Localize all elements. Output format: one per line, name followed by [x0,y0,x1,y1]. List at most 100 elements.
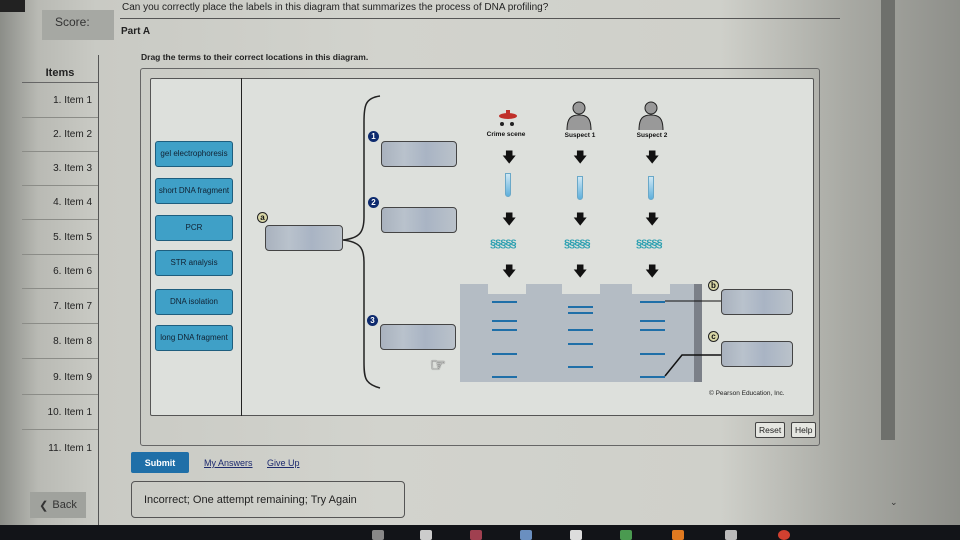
sidebar-item-6[interactable]: 6. Item 6 [22,255,98,289]
taskbar-app-icon[interactable] [520,530,532,540]
sidebar-item-9[interactable]: 9. Item 9 [22,361,98,395]
back-button[interactable]: ❮ Back [30,492,86,518]
feedback-message: Incorrect; One attempt remaining; Try Ag… [131,481,405,518]
page-scrollbar[interactable] [881,0,895,440]
sidebar-item-2[interactable]: 2. Item 2 [22,118,98,152]
give-up-link[interactable]: Give Up [267,458,300,468]
leader-lines [664,300,723,377]
drop-target-2[interactable] [381,207,457,233]
drop-target-1[interactable] [381,141,457,167]
arrow-down-icon: 🡇 [573,149,588,165]
help-button[interactable]: Help [791,422,817,438]
arrow-down-icon: 🡇 [502,211,517,227]
term-str-analysis[interactable]: STR analysis [155,250,233,276]
person-icon [566,101,592,130]
gel-band [568,312,593,314]
sidebar-item-1[interactable]: 1. Item 1 [22,84,98,118]
hand-cursor-icon: ☞ [430,355,447,375]
feedback-text: Incorrect; One attempt remaining; Try Ag… [144,493,357,506]
part-title: Part A [121,26,151,37]
question-text: Can you correctly place the labels in th… [122,2,549,13]
gel-edge [694,284,702,382]
chrome-icon[interactable] [778,530,790,540]
gel-band [492,376,517,378]
dna-fragments-icon: §§§§§ [636,238,663,250]
blood-drop-icon [499,110,517,126]
test-tube-icon [505,173,511,197]
window-corner [0,0,25,12]
gel-band [640,301,665,303]
settings-icon[interactable] [725,530,737,540]
gel-band [568,366,593,368]
copyright-notice: © Pearson Education, Inc. [709,390,785,397]
chevron-down-icon[interactable]: ⌄ [890,497,898,507]
dna-fragments-icon: §§§§§ [564,238,591,250]
gel-band [492,320,517,322]
submit-button[interactable]: Submit [131,452,189,473]
sidebar-item-10[interactable]: 10. Item 1 [22,396,98,430]
gel-band [640,353,665,355]
score-box [42,10,114,40]
arrow-down-icon: 🡇 [573,211,588,227]
question-panel [140,68,820,446]
drop-target-b[interactable] [721,289,793,315]
taskbar-app-icon[interactable] [372,530,384,540]
firefox-icon[interactable] [672,530,684,540]
question-divider [120,18,840,19]
sidebar-item-11[interactable]: 11. Item 1 [48,442,92,454]
instructions: Drag the terms to their correct location… [141,52,369,62]
gel-band [492,301,517,303]
gel-band [568,306,593,308]
brace-connector [342,95,381,389]
taskbar-app-icon[interactable] [570,530,582,540]
badge-c: c [708,331,719,342]
terms-tray [150,78,242,416]
term-gel-electrophoresis[interactable]: gel electrophoresis [155,141,233,167]
badge-1: 1 [368,131,379,142]
arrow-down-icon: 🡇 [573,263,588,279]
gel-well [632,284,670,294]
arrow-down-icon: 🡇 [645,263,660,279]
reset-button[interactable]: Reset [755,422,786,438]
arrow-down-icon: 🡇 [502,263,517,279]
gel-band [492,329,517,331]
back-label: Back [52,499,77,511]
term-short-dna-fragment[interactable]: short DNA fragment [155,178,233,204]
sidebar-item-5[interactable]: 5. Item 5 [22,221,98,255]
person-icon [638,101,664,130]
gel-band [640,320,665,322]
gel-slab [460,284,696,382]
score-label: Score: [55,15,90,29]
taskbar-app-icon[interactable] [420,530,432,540]
drop-target-3[interactable] [380,324,456,350]
badge-a: a [257,212,268,223]
badge-3: 3 [367,315,378,326]
arrow-down-icon: 🡇 [502,149,517,165]
gel-band [640,329,665,331]
arrow-down-icon: 🡇 [645,211,660,227]
gel-well [488,284,526,294]
excel-icon[interactable] [620,530,632,540]
drop-target-c[interactable] [721,341,793,367]
dna-fragments-icon: §§§§§ [490,238,517,250]
chevron-left-icon: ❮ [39,499,49,512]
sidebar-item-8[interactable]: 8. Item 8 [22,325,98,359]
sidebar-item-3[interactable]: 3. Item 3 [22,152,98,186]
sidebar-divider [98,55,99,525]
subject-suspect-2: Suspect 2 [636,132,668,139]
test-tube-icon [577,176,583,200]
items-heading: Items [22,67,98,83]
gel-well [562,284,600,294]
sidebar-item-4[interactable]: 4. Item 4 [22,186,98,220]
subject-crime-scene: Crime scene [486,131,526,138]
sidebar-item-7[interactable]: 7. Item 7 [22,290,98,324]
my-answers-link[interactable]: My Answers [204,458,253,468]
drop-target-a[interactable] [265,225,343,251]
term-long-dna-fragment[interactable]: long DNA fragment [155,325,233,351]
gel-band [568,343,593,345]
subject-suspect-1: Suspect 1 [564,132,596,139]
term-pcr[interactable]: PCR [155,215,233,241]
term-dna-isolation[interactable]: DNA isolation [155,289,233,315]
arrow-down-icon: 🡇 [645,149,660,165]
taskbar-app-icon[interactable] [470,530,482,540]
